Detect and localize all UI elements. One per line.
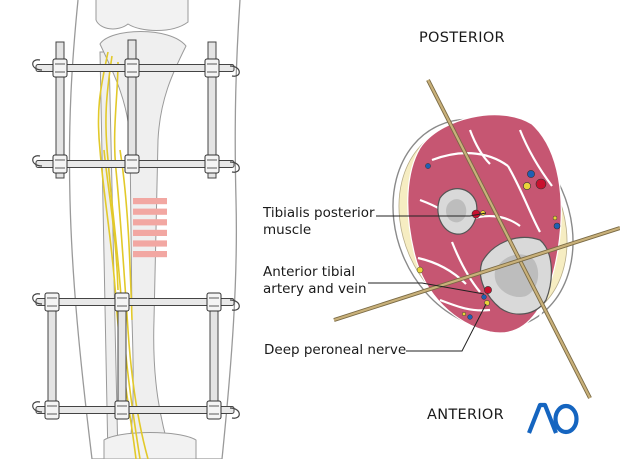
superficial-vessel (467, 314, 473, 320)
wire-end-left (32, 401, 43, 413)
tibialis-posterior-label-line1: Tibialis posterior (263, 205, 375, 221)
septum (507, 165, 541, 233)
danger-zone-band (133, 229, 167, 236)
vertical-rod (117, 295, 127, 417)
wire-end-left (32, 293, 43, 305)
fixator-clamp (204, 154, 220, 174)
posterior-tibial-vein (527, 170, 535, 178)
leader-anterior-tibial (368, 282, 485, 295)
logo-letter-o (553, 403, 579, 435)
transfixion-pin-transverse (333, 226, 620, 322)
danger-zone-band (133, 219, 167, 226)
fixator-clamp (114, 292, 130, 312)
anterior-tibial-label-line1: Anterior tibial (263, 264, 356, 280)
transfixion-pins (333, 79, 620, 399)
fixator-clamp (114, 400, 130, 420)
fixator-rods (47, 39, 219, 417)
deep-peroneal-nerve-label: Deep peroneal nerve (264, 342, 407, 358)
logo-letter-a (527, 402, 558, 434)
leader-deep-peroneal (406, 303, 487, 352)
fixator-clamp (206, 400, 222, 420)
fixator-ring-bar (35, 406, 235, 414)
fixator-clamp (52, 58, 68, 78)
tibialis-posterior-label: Tibialis posterior muscle (263, 205, 375, 239)
saphenous-vein (553, 222, 561, 230)
wire-end-right (229, 407, 240, 419)
fixator-clamp (204, 58, 220, 78)
nerve-branch (105, 55, 141, 459)
danger-zone-band (133, 251, 167, 258)
anterior-label: ANTERIOR (427, 407, 505, 423)
transfixion-pin-oblique (427, 79, 591, 399)
septum (468, 129, 491, 165)
tibial-nerve (523, 182, 531, 190)
wire-end-right (229, 299, 240, 311)
septum (439, 298, 491, 312)
wire-end-left (32, 59, 43, 71)
leader-lines (368, 212, 487, 352)
vertical-rod (47, 295, 57, 417)
fixator-ring-bar (35, 298, 235, 306)
septum (450, 241, 481, 293)
vertical-rod (55, 41, 65, 179)
wire-end-right (229, 65, 240, 77)
septum (518, 129, 553, 187)
wire-end-right (229, 161, 240, 173)
vertical-rod (207, 41, 217, 179)
vertical-rod (209, 295, 219, 417)
peroneal-vessel (425, 163, 431, 169)
vertical-rod (127, 39, 137, 161)
posterior-tibial-artery (535, 178, 547, 190)
cross-section (333, 79, 620, 399)
danger-zone-bands (133, 198, 167, 258)
fixator-rings (32, 58, 240, 420)
anterior-tibial-artery (484, 286, 492, 294)
anterior-tibial-label-line2: artery and vein (263, 281, 367, 297)
posterior-label: POSTERIOR (419, 30, 505, 46)
septum (431, 152, 509, 167)
femur-condyles (95, 0, 189, 31)
superficial-nerve (461, 311, 467, 317)
fixator-clamp (44, 400, 60, 420)
leg-illustration (32, 0, 241, 459)
fixator-clamp (124, 58, 140, 78)
fixator-clamp (206, 292, 222, 312)
fibula-canal (446, 199, 467, 223)
saphenous-nerve (552, 215, 558, 221)
danger-zone-band (133, 240, 167, 247)
wire-end-left (32, 155, 43, 167)
anterior-tibial-label: Anterior tibial artery and vein (263, 264, 367, 298)
fixator-clamp (124, 154, 140, 174)
tibialis-posterior-label-line2: muscle (263, 222, 312, 238)
talus (103, 432, 197, 459)
leader-tibialis-posterior (376, 212, 487, 217)
lateral-vessel (416, 266, 424, 274)
fixator-clamp (44, 292, 60, 312)
anterior-tibial-vein (481, 294, 487, 300)
danger-zone-band (133, 208, 167, 215)
neurovascular-structures (416, 163, 561, 320)
fixator-clamp (52, 154, 68, 174)
ao-logo: AO (527, 402, 579, 435)
danger-zone-band (133, 198, 167, 205)
